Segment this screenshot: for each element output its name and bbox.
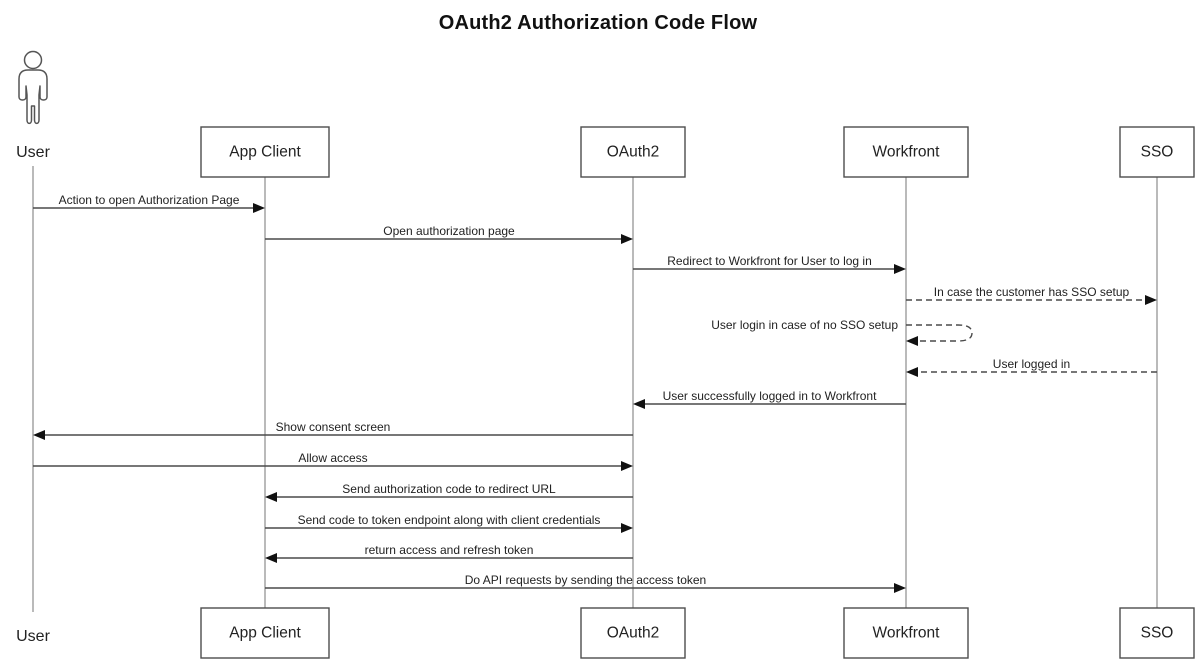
message-arrowhead	[906, 336, 918, 346]
participant-label-sso-top: SSO	[1141, 144, 1174, 161]
message-arrowhead	[253, 203, 265, 213]
message-label: In case the customer has SSO setup	[934, 285, 1130, 299]
message-label: Show consent screen	[276, 420, 391, 434]
participant-label-user-bottom: User	[16, 628, 50, 645]
message-8: Show consent screen	[33, 420, 633, 440]
participant-sso-bottom: SSO	[1119, 607, 1195, 659]
participant-box-app-client-bottom	[200, 607, 330, 659]
participant-label-workfront-bottom: Workfront	[873, 625, 941, 642]
participant-box-sso-bottom	[1119, 607, 1195, 659]
message-5: User login in case of no SSO setup	[711, 318, 973, 346]
participant-user-bottom: User	[16, 628, 50, 645]
participant-app-client-top: App Client	[200, 126, 330, 178]
message-label: Do API requests by sending the access to…	[465, 573, 706, 587]
message-arrowhead	[621, 523, 633, 533]
message-4: In case the customer has SSO setup	[906, 285, 1157, 305]
participant-oauth2-bottom: OAuth2	[580, 607, 686, 659]
message-arrowhead	[906, 367, 918, 377]
message-label: User login in case of no SSO setup	[711, 318, 898, 332]
message-1: Action to open Authorization Page	[33, 193, 265, 213]
message-7: User successfully logged in to Workfront	[633, 389, 906, 409]
message-label: Open authorization page	[383, 224, 515, 238]
participant-label-app-client-bottom: App Client	[229, 625, 301, 642]
participant-oauth2-top: OAuth2	[580, 126, 686, 178]
participant-box-oauth2-bottom	[580, 607, 686, 659]
participant-box-workfront-bottom	[843, 607, 969, 659]
actor-body	[18, 69, 48, 125]
message-6: User logged in	[906, 357, 1157, 377]
participant-workfront-top: Workfront	[843, 126, 969, 178]
message-arrowhead	[33, 430, 45, 440]
participant-label-sso-bottom: SSO	[1141, 625, 1174, 642]
message-2: Open authorization page	[265, 224, 633, 244]
message-10: Send authorization code to redirect URL	[265, 482, 633, 502]
participant-label-oauth2-top: OAuth2	[607, 144, 660, 161]
message-label: User logged in	[993, 357, 1070, 371]
participant-label-oauth2-bottom: OAuth2	[607, 625, 660, 642]
participant-box-sso-top	[1119, 126, 1195, 178]
message-11: Send code to token endpoint along with c…	[265, 513, 633, 533]
message-arrowhead	[894, 264, 906, 274]
message-line	[906, 324, 973, 342]
message-12: return access and refresh token	[265, 543, 633, 563]
message-arrowhead	[1145, 295, 1157, 305]
message-arrowhead	[621, 234, 633, 244]
message-arrowhead	[621, 461, 633, 471]
message-3: Redirect to Workfront for User to log in	[633, 254, 906, 274]
message-label: User successfully logged in to Workfront	[663, 389, 878, 403]
participant-label-workfront-top: Workfront	[873, 144, 941, 161]
message-label: Action to open Authorization Page	[59, 193, 240, 207]
message-arrowhead	[633, 399, 645, 409]
participant-app-client-bottom: App Client	[200, 607, 330, 659]
message-label: Allow access	[298, 451, 367, 465]
participant-box-app-client-top	[200, 126, 330, 178]
participant-label-app-client-top: App Client	[229, 144, 301, 161]
user-actor-icon	[18, 50, 48, 125]
participant-box-oauth2-top	[580, 126, 686, 178]
message-label: Send code to token endpoint along with c…	[298, 513, 601, 527]
message-label: Redirect to Workfront for User to log in	[667, 254, 872, 268]
message-9: Allow access	[33, 451, 633, 471]
message-label: return access and refresh token	[365, 543, 534, 557]
participant-sso-top: SSO	[1119, 126, 1195, 178]
actor-head	[23, 50, 43, 70]
message-label: Send authorization code to redirect URL	[342, 482, 556, 496]
message-arrowhead	[265, 553, 277, 563]
message-arrowhead	[265, 492, 277, 502]
participant-workfront-bottom: Workfront	[843, 607, 969, 659]
participant-user-top: User	[16, 50, 51, 161]
participant-box-workfront-top	[843, 126, 969, 178]
diagram-title: OAuth2 Authorization Code Flow	[438, 12, 758, 34]
participant-label-user-top: User	[16, 144, 50, 161]
message-13: Do API requests by sending the access to…	[265, 573, 906, 593]
message-arrowhead	[894, 583, 906, 593]
